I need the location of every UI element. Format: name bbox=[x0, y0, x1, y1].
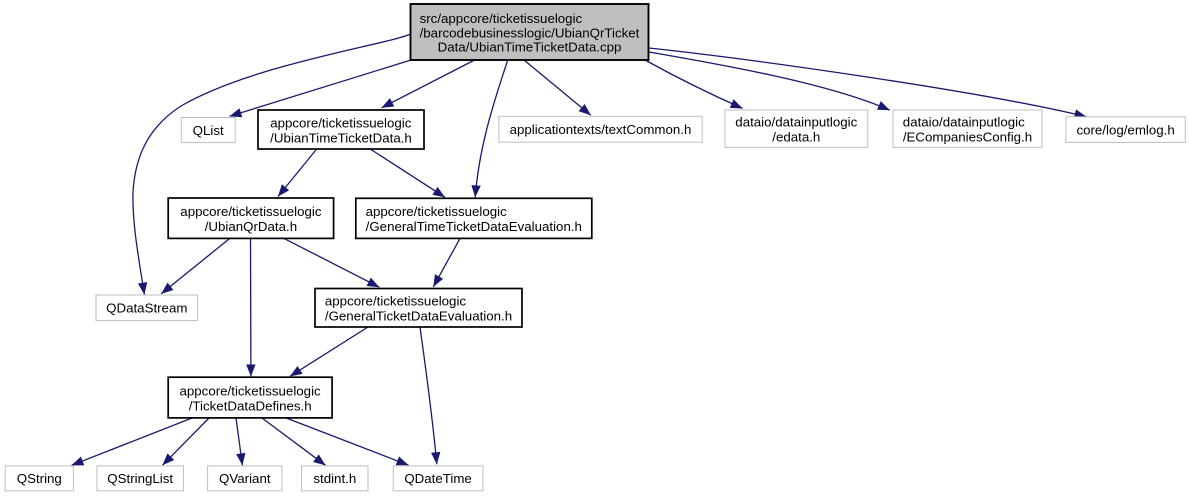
svg-text:/edata.h: /edata.h bbox=[772, 130, 820, 145]
svg-text:dataio/datainputlogic: dataio/datainputlogic bbox=[735, 115, 857, 130]
svg-text:/barcodebusinesslogic/UbianQrT: /barcodebusinesslogic/UbianQrTicket bbox=[420, 25, 640, 40]
svg-text:core/log/emlog.h: core/log/emlog.h bbox=[1076, 122, 1174, 137]
svg-text:QDataStream: QDataStream bbox=[106, 301, 187, 316]
svg-text:/GeneralTicketDataEvaluation.h: /GeneralTicketDataEvaluation.h bbox=[325, 309, 512, 324]
svg-text:/TicketDataDefines.h: /TicketDataDefines.h bbox=[189, 398, 312, 413]
svg-text:applicationtexts/textCommon.h: applicationtexts/textCommon.h bbox=[510, 122, 692, 137]
svg-text:/UbianTimeTicketData.h: /UbianTimeTicketData.h bbox=[270, 130, 412, 145]
svg-text:appcore/ticketissuelogic: appcore/ticketissuelogic bbox=[325, 294, 467, 309]
svg-text:appcore/ticketissuelogic: appcore/ticketissuelogic bbox=[270, 115, 412, 130]
svg-text:QVariant: QVariant bbox=[219, 471, 271, 486]
svg-text:QDateTime: QDateTime bbox=[404, 471, 471, 486]
svg-text:/ECompaniesConfig.h: /ECompaniesConfig.h bbox=[903, 130, 1032, 145]
svg-text:QList: QList bbox=[193, 123, 224, 138]
svg-text:/GeneralTimeTicketDataEvaluati: /GeneralTimeTicketDataEvaluation.h bbox=[366, 219, 582, 234]
svg-text:stdint.h: stdint.h bbox=[313, 471, 356, 486]
svg-text:appcore/ticketissuelogic: appcore/ticketissuelogic bbox=[366, 204, 508, 219]
svg-text:Data/UbianTimeTicketData.cpp: Data/UbianTimeTicketData.cpp bbox=[438, 39, 622, 54]
svg-text:appcore/ticketissuelogic: appcore/ticketissuelogic bbox=[180, 204, 322, 219]
svg-text:dataio/datainputlogic: dataio/datainputlogic bbox=[903, 115, 1025, 130]
svg-text:QString: QString bbox=[17, 471, 62, 486]
svg-text:appcore/ticketissuelogic: appcore/ticketissuelogic bbox=[180, 383, 322, 398]
svg-text:src/appcore/ticketissuelogic: src/appcore/ticketissuelogic bbox=[420, 11, 583, 26]
svg-text:QStringList: QStringList bbox=[107, 471, 173, 486]
svg-text:/UbianQrData.h: /UbianQrData.h bbox=[205, 219, 297, 234]
